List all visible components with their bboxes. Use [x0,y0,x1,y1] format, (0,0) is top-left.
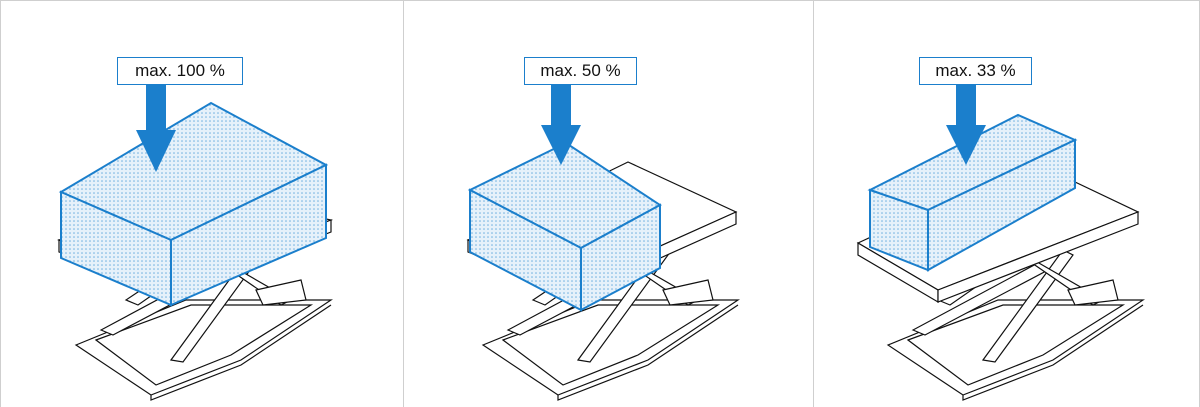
scissor-lift-third-load-illustration [856,85,1145,401]
load-box-half [467,141,662,312]
load-box-third [867,113,1078,272]
scissor-lift-half-load-illustration [466,85,740,401]
lift-base [74,299,333,401]
scissor-lift-full-load-illustration [56,85,334,401]
load-arrow-down [136,85,176,172]
top-border [0,0,1200,1]
panel-full-load: max. 100 % [0,0,404,407]
load-arrow-down [541,85,581,165]
capacity-label: max. 33 % [919,57,1032,85]
panel-third-load: max. 33 % [813,0,1200,407]
capacity-label: max. 100 % [117,57,243,85]
panel-half-load: max. 50 % [403,0,814,407]
load-box-full [58,101,329,307]
lift-base [886,299,1145,401]
capacity-label: max. 50 % [524,57,637,85]
load-arrow-down [946,85,986,165]
